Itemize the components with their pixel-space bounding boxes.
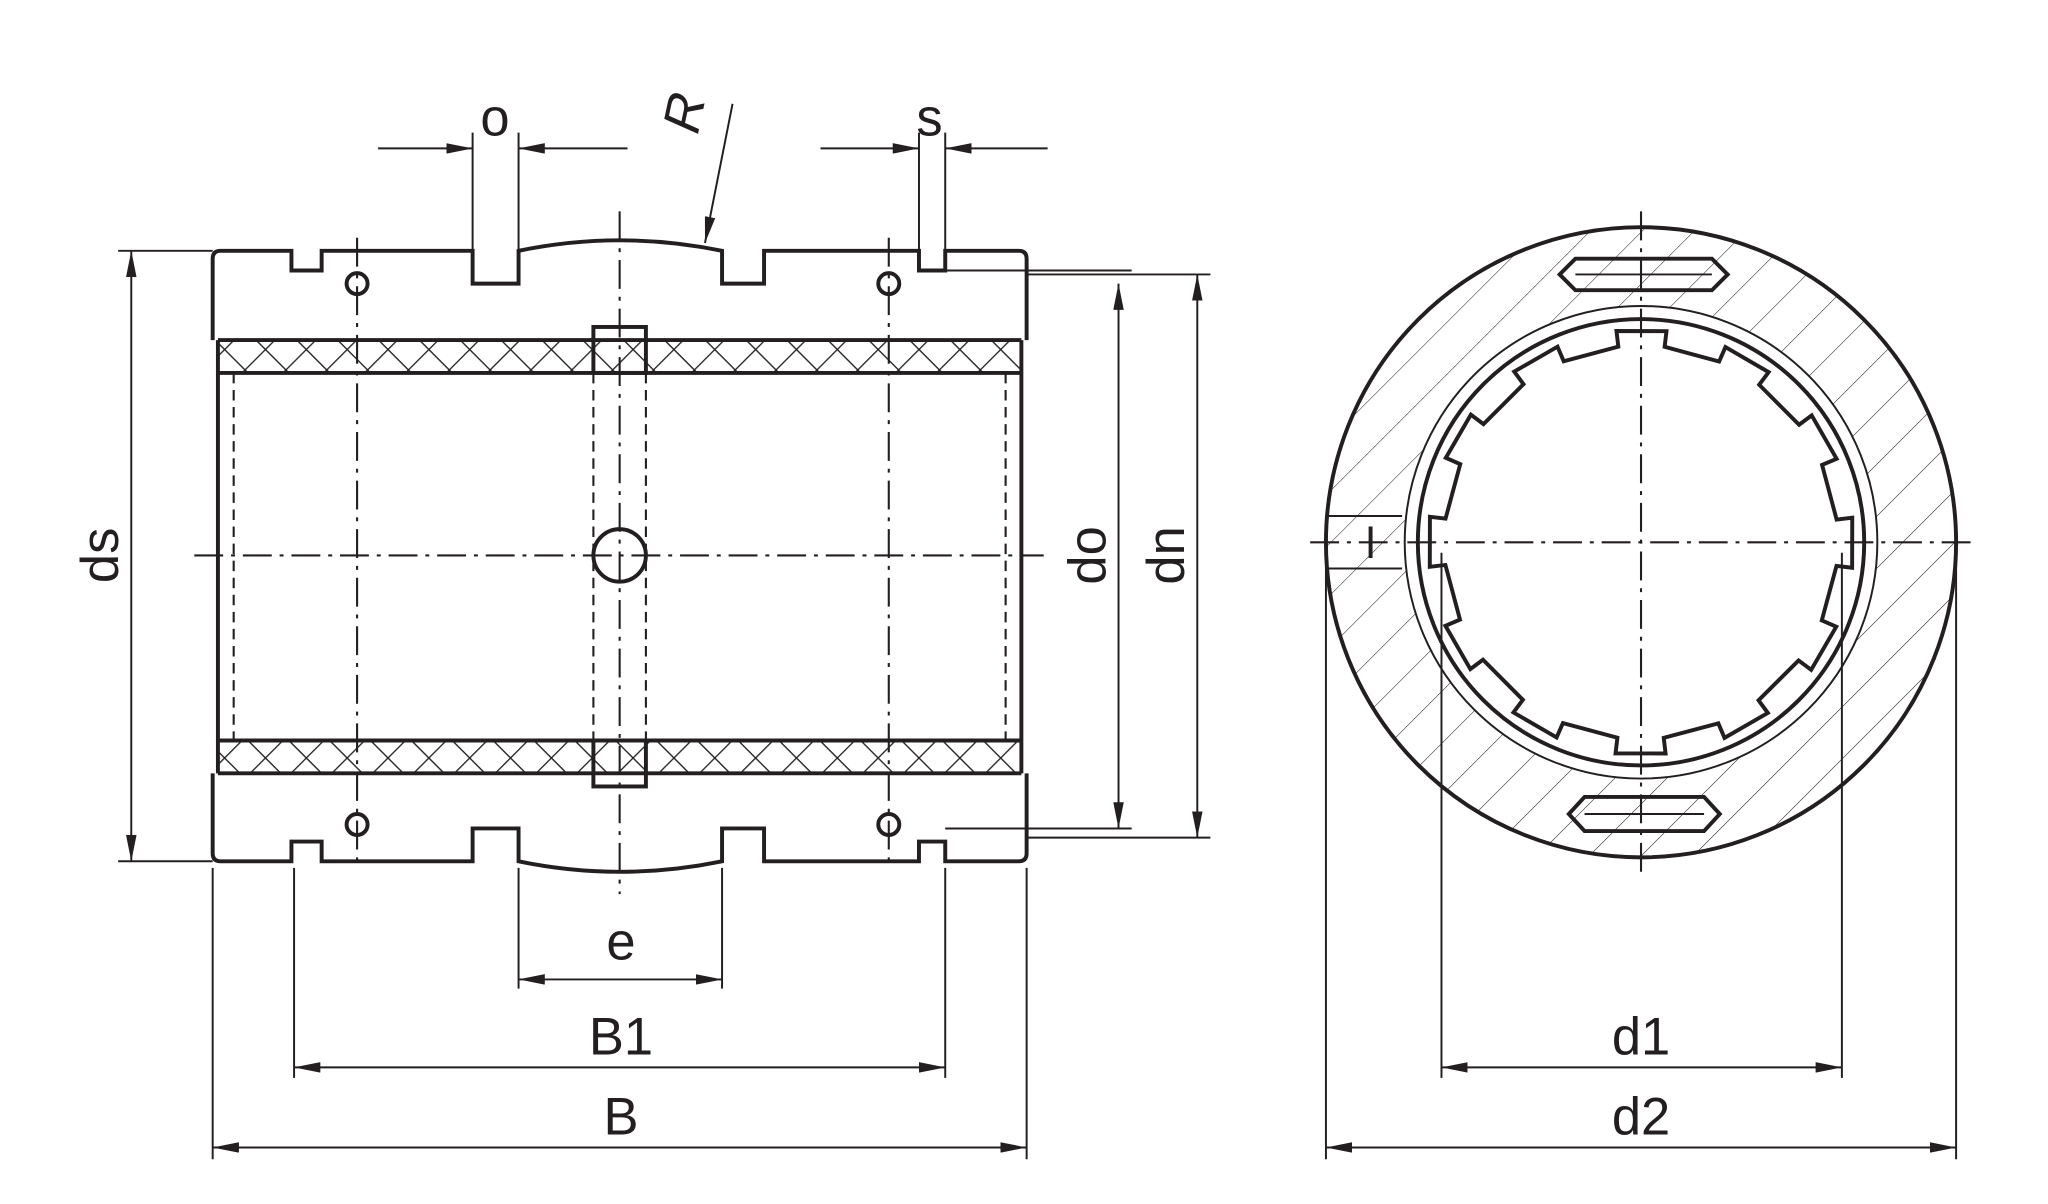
end-view: d1 d2 xyxy=(1310,211,1976,1160)
lube-hole xyxy=(591,527,648,584)
side-view: o s R ds do dn e B1 B xyxy=(71,82,1211,1160)
housing-top-outline xyxy=(210,238,1029,341)
label-d1: d1 xyxy=(1612,1007,1670,1066)
label-ds: ds xyxy=(71,528,130,583)
label-r: R xyxy=(654,82,716,143)
label-o: o xyxy=(480,88,509,147)
label-do: do xyxy=(1058,526,1117,584)
retaining-holes xyxy=(344,271,902,837)
label-b1: B1 xyxy=(589,1007,653,1066)
lube-bore xyxy=(1328,515,1403,570)
ring-inner-edge xyxy=(1403,304,1879,780)
label-dn: dn xyxy=(1137,526,1196,584)
label-s: s xyxy=(916,88,942,147)
toothed-bore xyxy=(1427,329,1855,756)
key-slot-bottom xyxy=(1566,794,1723,834)
label-b: B xyxy=(603,1087,638,1146)
label-e: e xyxy=(606,913,635,972)
key-slot-top xyxy=(1556,256,1731,293)
label-d2: d2 xyxy=(1612,1087,1670,1146)
